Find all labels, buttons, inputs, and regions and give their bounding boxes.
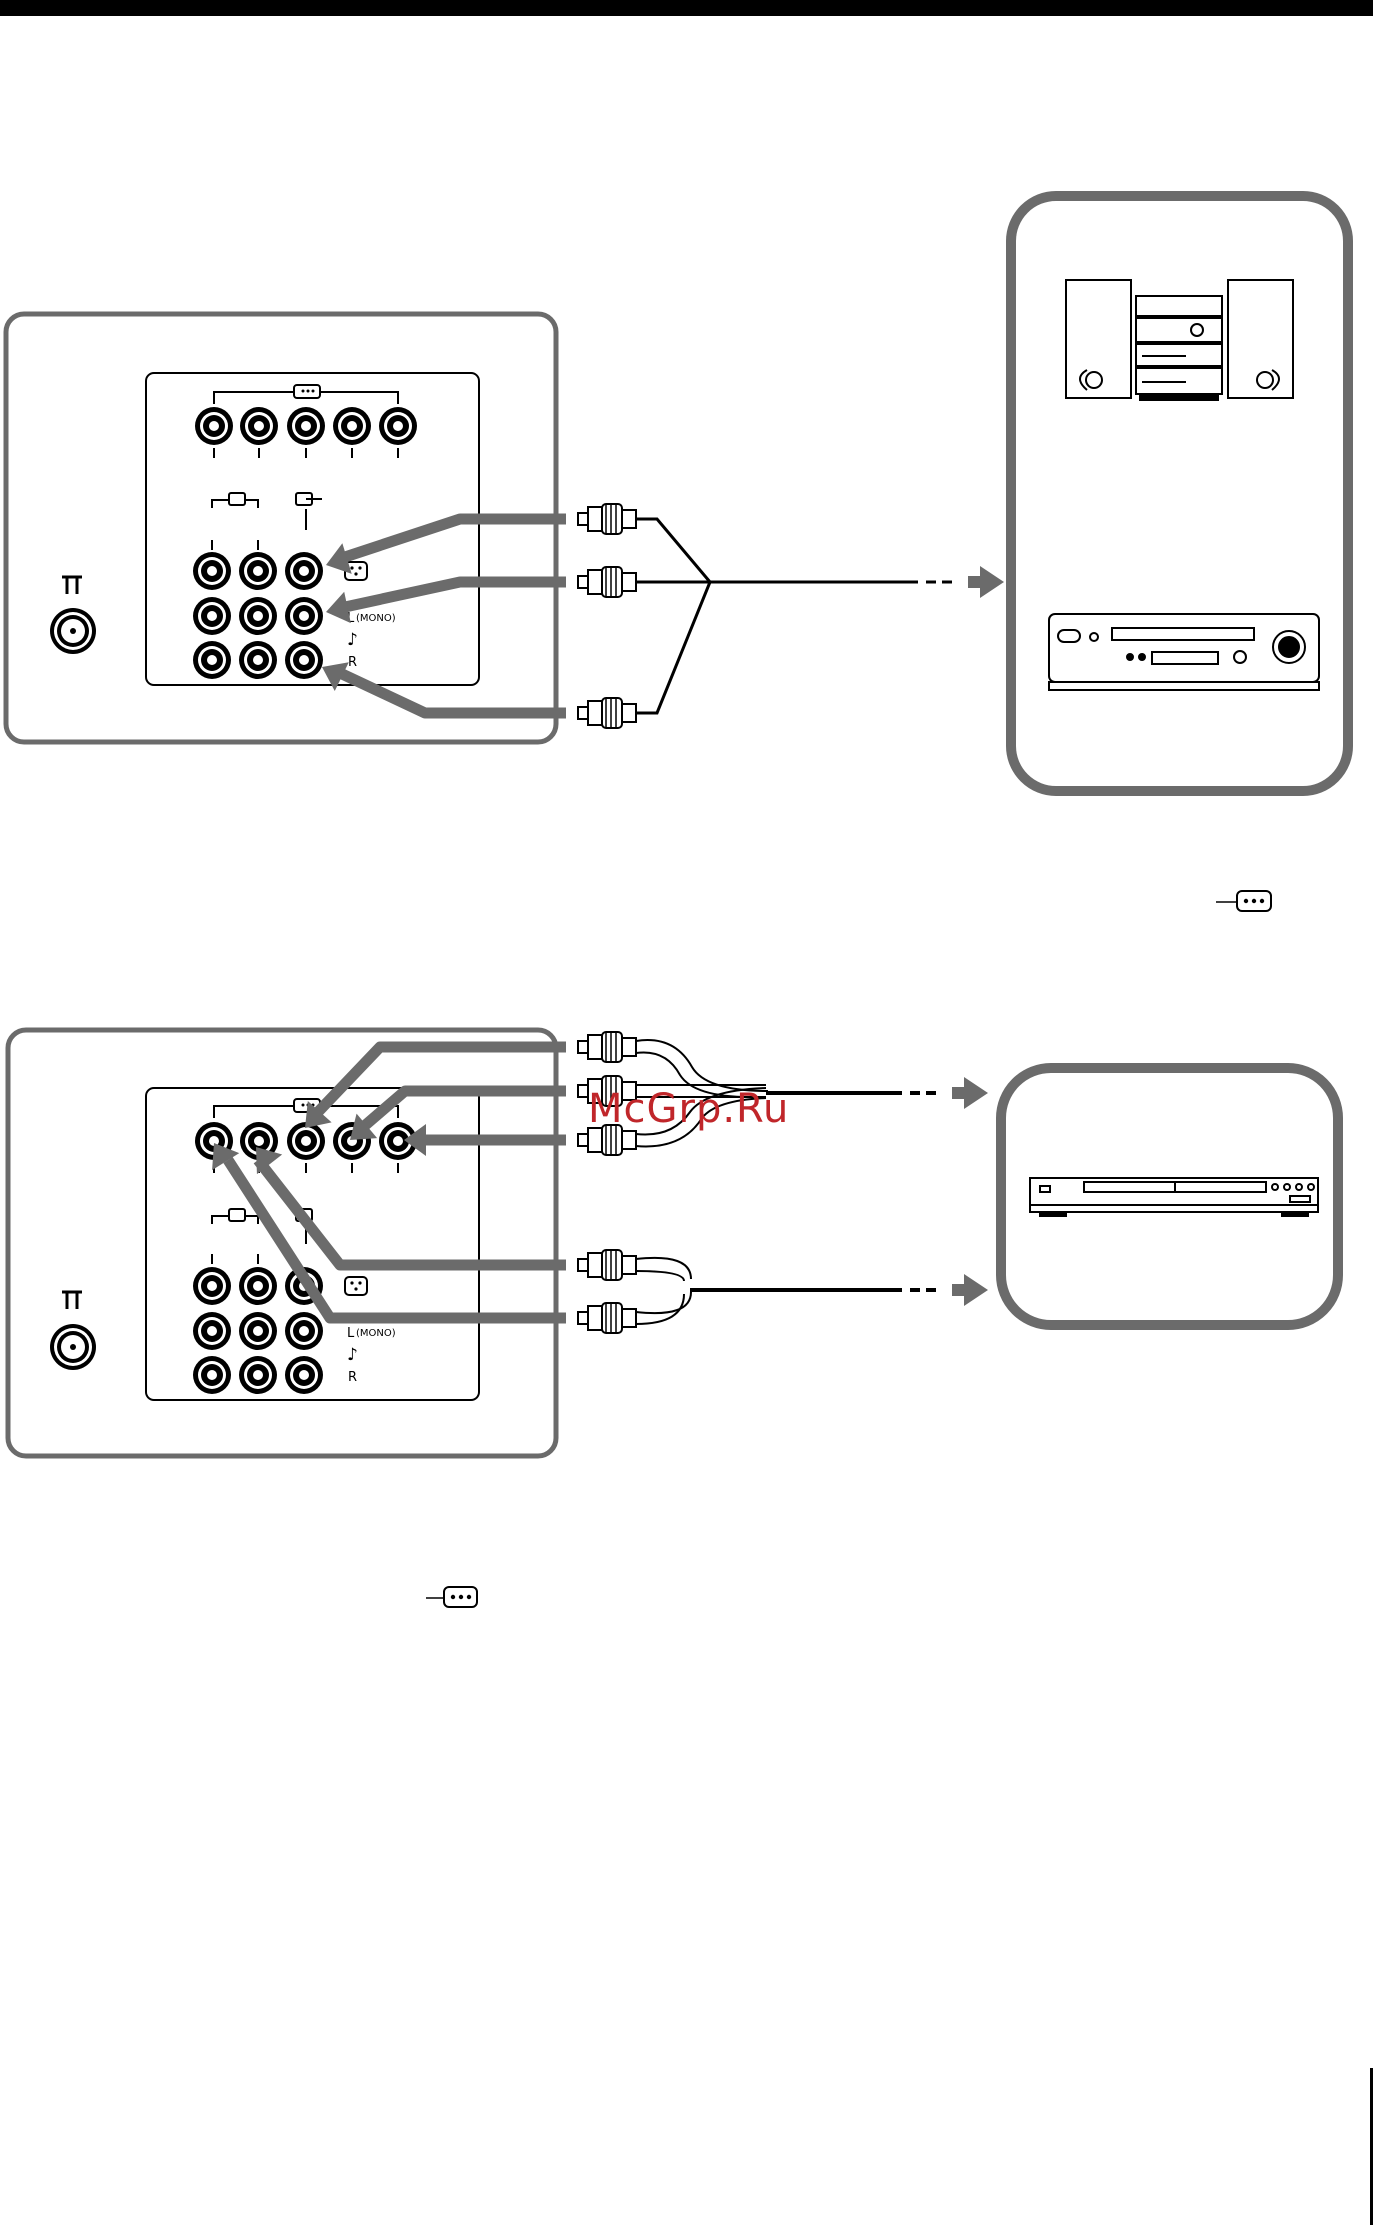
top-diagram: L (MONO) ♪ R	[6, 196, 1348, 911]
watermark: McGrp.Ru	[588, 1086, 789, 1132]
mono-label: (MONO)	[356, 613, 396, 624]
arrow-right-icon	[968, 566, 1004, 598]
component-jack	[379, 407, 417, 445]
component-jack	[240, 407, 278, 445]
arrow-right-icon	[952, 1274, 988, 1306]
external-device-frame	[1011, 196, 1348, 791]
video-input-icon	[426, 1587, 477, 1607]
audio-note-icon: ♪	[347, 630, 358, 650]
antenna-jack	[50, 1324, 96, 1370]
component-jack	[287, 407, 325, 445]
audio-note-icon: ♪	[347, 1345, 358, 1365]
audio-right-label: R	[348, 655, 357, 670]
rca-plug-icon	[578, 567, 636, 597]
mono-label: (MONO)	[356, 1328, 396, 1339]
s-video-icon	[345, 1277, 367, 1295]
vcr-icon	[1049, 614, 1319, 690]
video-input-icon	[1216, 891, 1271, 911]
antenna-jack	[50, 608, 96, 654]
av-jack-grid	[193, 552, 323, 679]
rca-plug-icon	[578, 698, 636, 728]
video-input-icon	[294, 385, 320, 398]
component-jack	[195, 407, 233, 445]
component-jack	[333, 407, 371, 445]
audio-right-label: R	[348, 1370, 357, 1385]
stereo-system-icon	[1066, 280, 1293, 400]
rca-plug-icon	[578, 504, 636, 534]
audio-left-label: L	[347, 1326, 355, 1341]
dvd-player-icon	[1030, 1178, 1318, 1216]
arrow-right-icon	[952, 1077, 988, 1109]
